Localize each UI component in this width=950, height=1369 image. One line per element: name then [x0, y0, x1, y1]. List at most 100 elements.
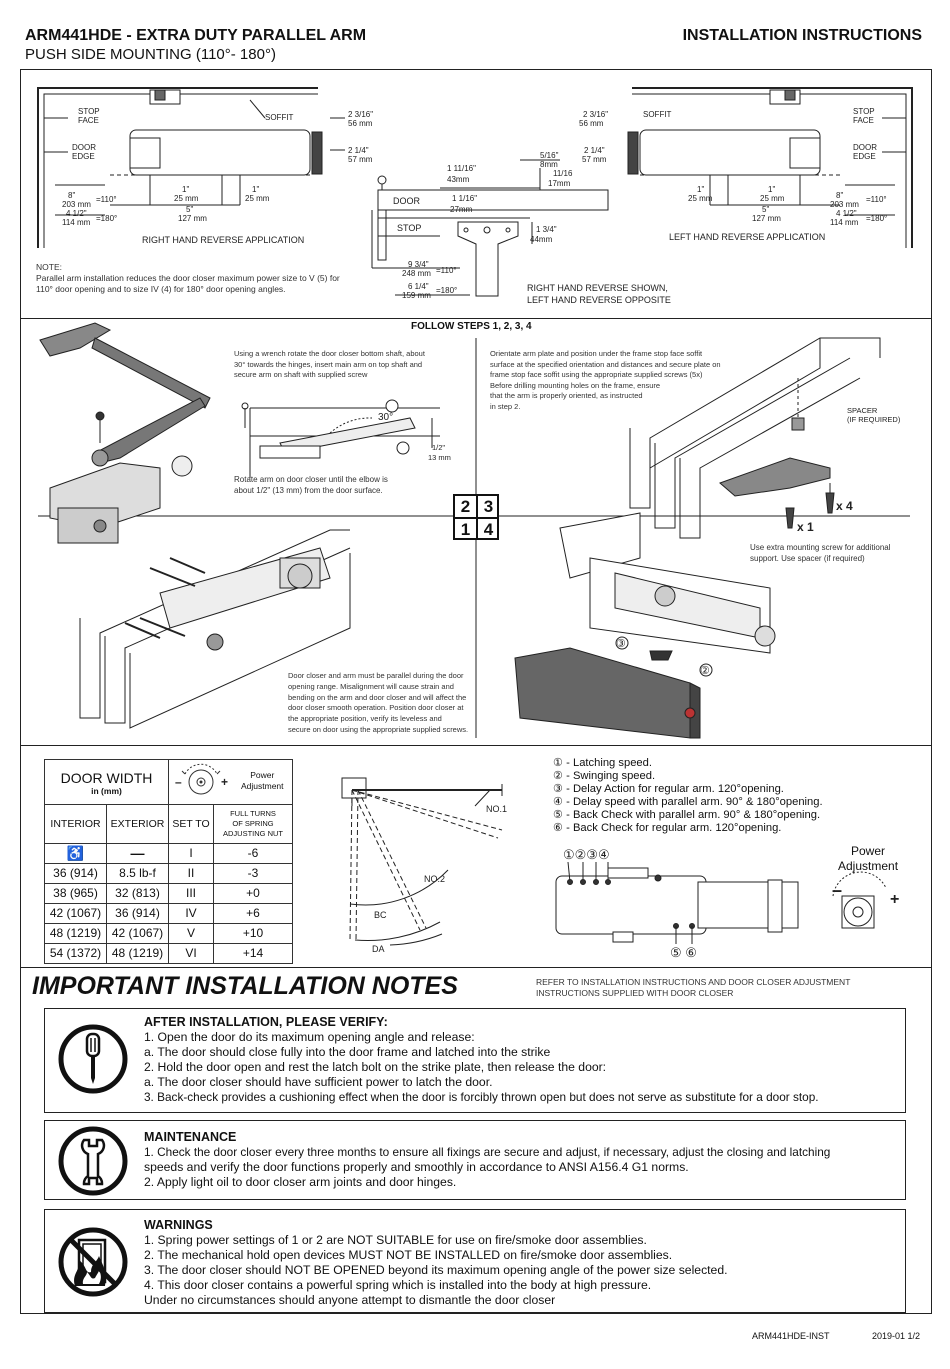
refer-line: REFER TO INSTALLATION INSTRUCTIONS AND D… [536, 977, 851, 987]
steps-diagram: 30° 1/2" 13 mm SPACER (IF REQUIRED) x 4 … [38, 322, 910, 739]
swing-bc: BC [374, 910, 387, 920]
spring-row: 54 (1372)48 (1219)VI+14 [45, 944, 292, 963]
warnings-text: WARNINGS 1. Spring power settings of 1 o… [144, 1218, 728, 1308]
warnings-box [44, 1209, 906, 1313]
step2b-line: about 1/2" (13 mm) from the door surface… [234, 486, 383, 495]
step3-line: surface at the specified orientation and… [490, 359, 721, 369]
valve-numbers-top: ①②③④ [563, 847, 610, 862]
no-fire-door-icon [58, 1227, 128, 1297]
r-d3b: 25 mm [688, 194, 713, 203]
r-d7c: =180° [866, 214, 887, 223]
l-door-edge-1: DOOR [72, 143, 96, 152]
x4-label: x 4 [836, 499, 853, 513]
l-d5b: 127 mm [178, 214, 207, 223]
warning-line: 2. The mechanical hold open devices MUST… [144, 1248, 673, 1262]
spring-cell: 36 (914) [45, 864, 107, 883]
c-g3: =180° [436, 286, 457, 295]
l-d3b: 25 mm [174, 194, 199, 203]
spring-cell: 54 (1372) [45, 944, 107, 963]
spring-cell: 42 (1067) [45, 904, 107, 923]
door-width-header: DOOR WIDTH in (mm) [45, 760, 169, 804]
screwdriver-icon [58, 1024, 128, 1094]
svg-text:–: – [832, 880, 842, 900]
swing-no2: NO.2 [424, 874, 445, 884]
spring-cell: 48 (1219) [45, 924, 107, 943]
maintenance-heading: MAINTENANCE [144, 1130, 237, 1144]
r-d1a: 2 3/16" [583, 110, 608, 119]
step-grid: 2 3 1 4 [453, 494, 499, 540]
footer-code: ARM441HDE-INST [752, 1331, 830, 1341]
r-soffit: SOFFIT [643, 110, 672, 119]
l-d5a: 5" [186, 205, 193, 214]
col-full-turns: FULL TURNS OF SPRING ADJUSTING NUT [214, 805, 292, 843]
spring-cell: 42 (1067) [107, 924, 169, 943]
spring-cell: 8.5 lb-f [107, 864, 169, 883]
step2-angle: 30° [378, 412, 393, 423]
l-d6b: 203 mm [62, 200, 91, 209]
door-width-label: DOOR WIDTH [60, 770, 153, 786]
l-d2b: 57 mm [348, 155, 373, 164]
maintenance-line: 1. Check the door closer every three mon… [144, 1145, 831, 1159]
c-b2: 8mm [540, 160, 558, 169]
full-turns-line: ADJUSTING NUT [223, 829, 283, 838]
spring-row: ♿—I-6 [45, 844, 292, 864]
x1-label: x 1 [797, 520, 814, 534]
l-d2a: 2 1/4" [348, 146, 369, 155]
l-stop-face-1: STOP [78, 107, 100, 116]
l-d4b: 25 mm [245, 194, 270, 203]
step2-line: secure arm on shaft with supplied screw [234, 370, 368, 379]
valve-item: ③ - Delay Action for regular arm. 120°op… [553, 783, 784, 795]
r-d7b: 114 mm [830, 218, 859, 227]
power-line: Power [851, 844, 886, 858]
closer-valve-diagram: ①②③④ ⑤ ⑥ – + [555, 847, 899, 960]
r-d6b: 203 mm [830, 200, 859, 209]
step1-line: secure on door using the appropriate sup… [288, 724, 469, 734]
warning-line: 4. This door closer contains a powerful … [144, 1278, 652, 1292]
step3-line: in step 2. [490, 401, 521, 411]
verify-line: a. The door should close fully into the … [144, 1045, 551, 1059]
step2-line: 30° towards the hinges, insert main arm … [234, 359, 423, 369]
spring-cell: 48 (1219) [107, 944, 169, 963]
document-type: INSTALLATION INSTRUCTIONS [682, 27, 922, 44]
c-stop: STOP [397, 223, 421, 233]
spring-cell: ♿ [45, 844, 107, 863]
svg-text:+: + [221, 775, 228, 789]
step2-dim-a: 1/2" [432, 443, 445, 452]
l-d7c: =180° [96, 214, 117, 223]
step2-text: Using a wrench rotate the door closer bo… [234, 349, 425, 381]
r-d2b: 57 mm [582, 155, 607, 164]
document-subtitle: PUSH SIDE MOUNTING (110°- 180°) [25, 46, 276, 63]
power-line: Adjustment [838, 859, 899, 873]
r-d2a: 2 1/4" [584, 146, 605, 155]
full-turns-line: OF SPRING [232, 819, 274, 828]
spring-table: DOOR WIDTH in (mm) – + Power Adjustment … [44, 759, 293, 964]
l-door-edge-2: EDGE [72, 152, 95, 161]
c-e1: 1 3/4" [536, 225, 557, 234]
divider-3 [20, 967, 932, 968]
verify-line: a. The door closer should have sufficien… [144, 1075, 493, 1089]
step3-text-b: Use extra mounting screw for additional … [750, 542, 891, 564]
spring-cell: V [169, 924, 214, 943]
swing-no1: NO.1 [486, 804, 507, 814]
verify-text: AFTER INSTALLATION, PLEASE VERIFY: 1. Op… [144, 1015, 819, 1105]
col-interior: INTERIOR [45, 805, 107, 843]
l-d6c: =110° [96, 195, 117, 204]
svg-text:+: + [890, 891, 899, 908]
c-f2: 248 mm [402, 269, 431, 278]
divider-2 [20, 745, 932, 746]
callout-3: ③ [616, 638, 626, 650]
verify-heading: AFTER INSTALLATION, PLEASE VERIFY: [144, 1015, 388, 1029]
c-d1: 1 1/16" [452, 194, 477, 203]
wrench-icon [58, 1126, 128, 1196]
c-caption-1: RIGHT HAND REVERSE SHOWN, [527, 283, 668, 293]
power-adjust-header: – + Power Adjustment [169, 760, 292, 804]
step3-line: that the arm is properly oriented, as in… [490, 391, 643, 400]
r-d3a: 1" [697, 185, 704, 194]
r-d1b: 56 mm [579, 119, 604, 128]
spring-cell: I [169, 844, 214, 863]
r-d4b: 25 mm [760, 194, 785, 203]
spring-cell: +6 [246, 906, 260, 920]
swing-da: DA [372, 944, 385, 954]
valve-item: ⑤ - Back Check with parallel arm. 90° & … [553, 809, 821, 821]
